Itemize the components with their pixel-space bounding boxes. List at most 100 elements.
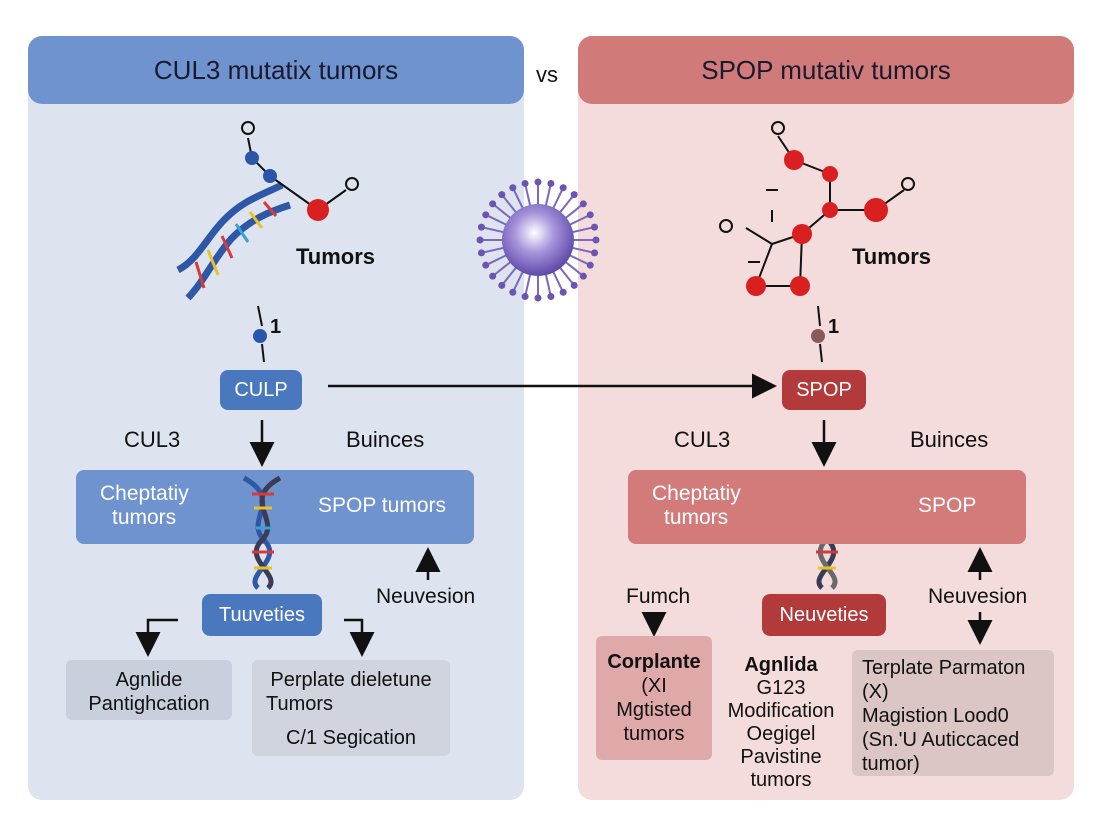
virus-spike	[544, 183, 552, 208]
virus-spike-tip	[559, 288, 567, 296]
virus-spike	[524, 183, 532, 208]
virus-spike	[570, 246, 595, 254]
virus-icon	[476, 178, 600, 302]
spop-band	[628, 470, 1026, 544]
cul3-marker-label: 1	[270, 316, 282, 338]
arrow-icon	[344, 618, 375, 657]
virus-spike	[568, 213, 591, 227]
spop-fumch-label: Fumch	[626, 585, 691, 608]
card1-line1: Agnlide	[115, 669, 183, 691]
virus-spike	[544, 272, 552, 297]
marker-atom-icon	[253, 329, 267, 343]
virus-spike	[563, 260, 584, 277]
spop-pill-label: SPOP	[796, 378, 852, 401]
card1-line3: Mgtisted	[616, 699, 692, 721]
virus-spike	[485, 253, 508, 267]
virus-spike-tip	[586, 211, 594, 219]
virus-spike	[563, 203, 584, 220]
tuuveties-label: Tuuveties	[219, 603, 305, 626]
virus-spike-tip	[509, 288, 517, 296]
virus-spike	[570, 226, 595, 234]
card2-line2: (X)	[862, 681, 889, 703]
virus-spike-tip	[489, 272, 497, 280]
middle-line3: Modification	[727, 700, 835, 722]
spop-card-2-text: Terplate Parmaton(X)Magistion Lood0(Sn.'…	[862, 656, 1052, 776]
band-left-line1: Cheptatiy	[652, 482, 741, 505]
virus-spike-tip	[489, 200, 497, 208]
middle-line5: Pavistine	[740, 746, 822, 768]
cul3-tumors-label: Tumors	[296, 244, 376, 269]
middle-line2: G123	[756, 677, 806, 699]
virus-spike-tip	[534, 294, 542, 302]
marker-atom-icon	[811, 329, 825, 343]
cul3-card-1	[66, 660, 232, 720]
card2-line1: Perplate dieletune	[270, 669, 432, 691]
card2-line3: Magistion Lood0	[862, 705, 1009, 727]
card1-line1: Corplante	[607, 651, 701, 673]
virus-spike-tip	[547, 293, 555, 301]
neuveties-label: Neuveties	[779, 603, 869, 626]
virus-spike	[501, 265, 518, 286]
virus-spike-tip	[477, 223, 485, 231]
card2-line3: C/1 Segication	[285, 727, 417, 749]
spop-band-right-text: SPOP	[918, 494, 977, 517]
spop-right-label: Buinces	[910, 427, 989, 452]
virus-spike	[558, 265, 575, 286]
virus-spike-tip	[521, 293, 529, 301]
virus-spike-tip	[498, 281, 506, 289]
virus-spike	[481, 246, 506, 254]
card1-line2: Pantighcation	[88, 693, 210, 715]
virus-spike-tip	[521, 179, 529, 187]
virus-spike	[511, 187, 525, 210]
spop-neuvesion-label: Neuvesion	[928, 585, 1028, 608]
virus-spike	[481, 226, 506, 234]
cul3-band-right-text: SPOP tumors	[318, 494, 446, 517]
cul3-left-label: CUL3	[124, 427, 181, 452]
virus-spike-tip	[579, 200, 587, 208]
cul3-neuvesion-label: Neuvesion	[376, 585, 476, 608]
virus-spike-tip	[477, 249, 485, 257]
arrow-icon	[135, 618, 178, 657]
card2-line2: Tumors	[266, 693, 334, 715]
middle-line1: Agnlida	[744, 654, 818, 676]
virus-spike-tip	[476, 236, 484, 244]
cul3-header: CUL3 mutatix tumors	[28, 36, 524, 104]
middle-line4: Oegigel	[746, 723, 816, 745]
virus-spike	[511, 270, 525, 293]
virus-spike	[501, 194, 518, 215]
spop-card-2	[852, 650, 1054, 776]
virus-spike-tip	[559, 184, 567, 192]
spop-title: SPOP mutativ tumors	[701, 54, 951, 85]
virus-spike	[568, 253, 591, 267]
dna-helix-icon	[176, 181, 292, 301]
virus-spike-tip	[482, 211, 490, 219]
card2-line1: Terplate Parmaton	[862, 657, 1026, 679]
virus-spike	[551, 187, 565, 210]
card1-line4: tumors	[623, 723, 685, 745]
virus-spike-tip	[591, 249, 599, 257]
virus-spike-tip	[570, 281, 578, 289]
spop-marker-label: 1	[828, 316, 840, 338]
molecule-icon	[719, 121, 915, 296]
virus-spike	[558, 194, 575, 215]
band-left-line2: tumors	[112, 506, 177, 529]
spop-tumors-label: Tumors	[852, 244, 932, 269]
spop-card-1	[596, 636, 712, 760]
virus-spike-tip	[579, 272, 587, 280]
virus-spike-tip	[591, 223, 599, 231]
spop-pill: SPOP	[782, 370, 866, 410]
virus-spike-tip	[534, 178, 542, 186]
cul3-title: CUL3 mutatix tumors	[153, 54, 399, 85]
card2-line5: tumor)	[862, 753, 920, 775]
virus-spike	[492, 260, 513, 277]
virus-spike-tip	[586, 261, 594, 269]
middle-line6: tumors	[750, 769, 812, 791]
card2-line4: (Sn.'U Auticcaced	[862, 729, 1020, 751]
culp-pill: CULP	[220, 370, 302, 410]
virus-spike	[485, 213, 508, 227]
culp-pill-label: CULP	[234, 378, 288, 401]
